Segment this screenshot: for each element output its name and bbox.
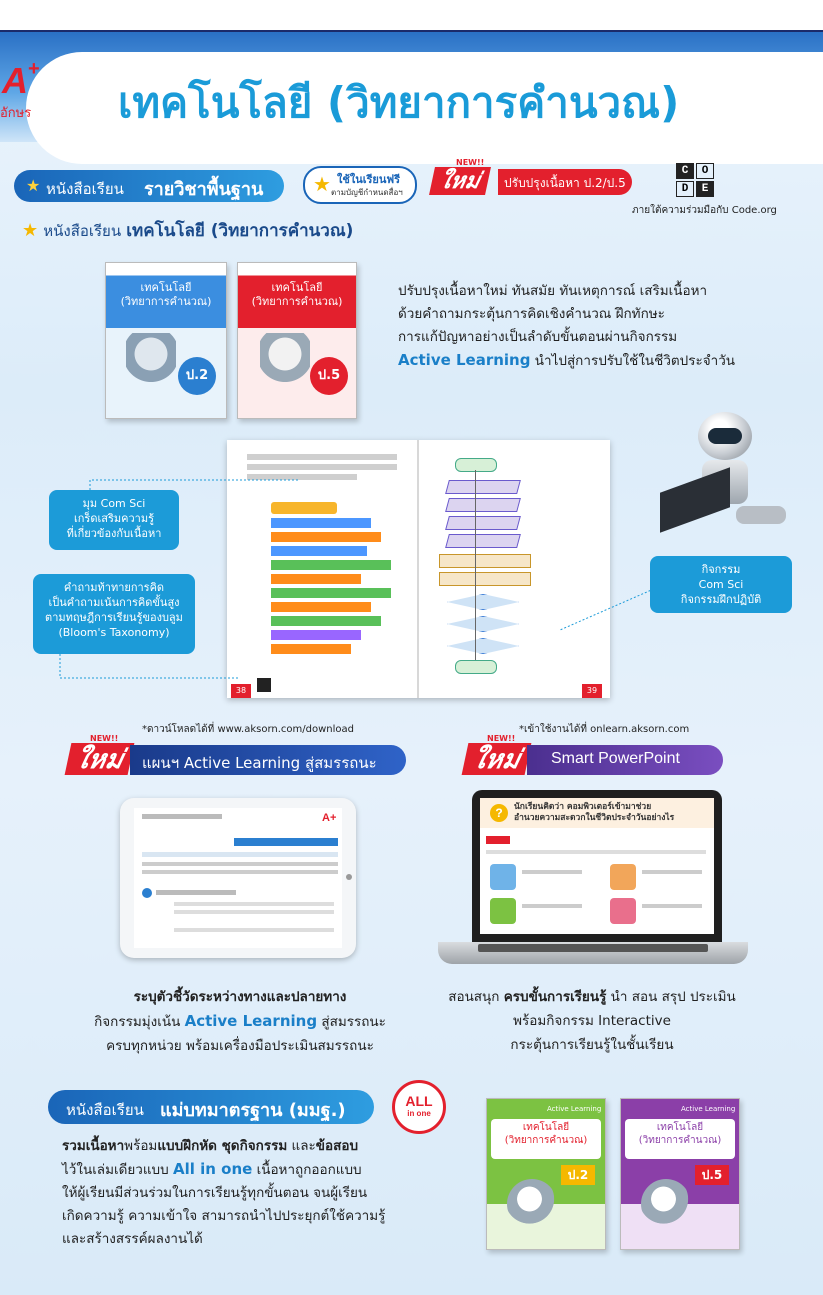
ppt-description: สอนสนุก ครบขั้นการเรียนรู้ นำ สอน สรุป ป… [448,989,736,1053]
page-number-right: 39 [582,684,602,698]
callout-comsci-corner: มุม Com Sci เกร็ดเสริมความรู้ ที่เกี่ยวข… [49,490,179,550]
code-org-caption: ภายใต้ความร่วมมือกับ Code.org [632,205,777,216]
star-icon: ★ [26,176,41,195]
robot-illustration [507,1179,557,1229]
star-icon: ★ [313,172,331,196]
code-org-logo: C O D E [676,163,716,197]
robot-illustration [641,1179,691,1229]
standard-book-p5: Active Learning เทคโนโลยี (วิทยาการคำนวณ… [620,1098,740,1250]
page-title: เทคโนโลยี (วิทยาการคำนวณ) [118,78,680,127]
book-cover-p2: เทคโนโลยี (วิทยาการคำนวณ) ป.2 [105,262,227,419]
page-number-left: 38 [231,684,251,698]
top-margin [0,0,823,32]
callout-challenge-question: คำถามท้าทายการคิด เป็นคำถามเน้นการคิดขั้… [33,574,195,654]
standard-description: รวมเนื้อหาพร้อมแบบฝึกหัด ชุดกิจกรรม และข… [62,1138,386,1247]
textbook-badge: ★ หนังสือเรียน รายวิชาพื้นฐาน [14,170,284,202]
section-subtitle: ★ หนังสือเรียน เทคโนโลยี (วิทยาการคำนวณ) [22,220,354,241]
plan-description: ระบุตัวชี้วัดระหว่างทางและปลายทาง กิจกรร… [94,989,386,1054]
plan-header: NEW!! ใหม่ แผนฯ Active Learning สู่สมรรถ… [64,734,406,777]
ppt-header: NEW!! ใหม่ Smart PowerPoint [461,734,723,777]
free-use-badge: ★ ใช้ในเรียนฟรี ตามบัญชีกำหนดสื่อฯ [303,166,417,204]
question-icon: ? [490,804,508,822]
tablet-mockup: A+ [120,798,356,958]
header-pill [26,52,823,164]
laptop-screen: ? นักเรียนคิดว่า คอมพิวเตอร์เข้ามาช่วย อ… [480,798,714,934]
all-in-one-badge: ALL in one [392,1080,446,1134]
aksorn-logo: A+ อักษร [0,58,40,121]
laptop-base [438,942,748,964]
robot-illustration [260,333,310,393]
book-spread: 38 39 [227,440,610,698]
laptop-screen-frame: ? นักเรียนคิดว่า คอมพิวเตอร์เข้ามาช่วย อ… [472,790,722,942]
tablet-screen: A+ [134,808,342,948]
intro-text: ปรับปรุงเนื้อหาใหม่ ทันสมัย ทันเหตุการณ์… [398,283,736,369]
standard-book-p2: Active Learning เทคโนโลยี (วิทยาการคำนวณ… [486,1098,606,1250]
callout-comsci-activity: กิจกรรม Com Sci กิจกรรมฝึกปฏิบัติ [650,556,792,613]
ppt-access-note: *เข้าใช้งานได้ที่ onlearn.aksorn.com [519,724,690,735]
robot-laptop-illustration [650,410,800,550]
flowchart [413,458,531,674]
new-update-badge: NEW!! ใหม่ ปรับปรุงเนื้อหา ป.2/ป.5 [429,158,632,198]
robot-illustration [126,333,176,393]
plan-download-note: *ดาวน์โหลดได้ที่ www.aksorn.com/download [142,724,355,735]
standard-header: หนังสือเรียน แม่บทมาตรฐาน (มมฐ.) [48,1090,374,1124]
book-cover-p5: เทคโนโลยี (วิทยาการคำนวณ) ป.5 [237,262,357,419]
qr-code [257,678,271,692]
star-icon: ★ [22,220,39,241]
